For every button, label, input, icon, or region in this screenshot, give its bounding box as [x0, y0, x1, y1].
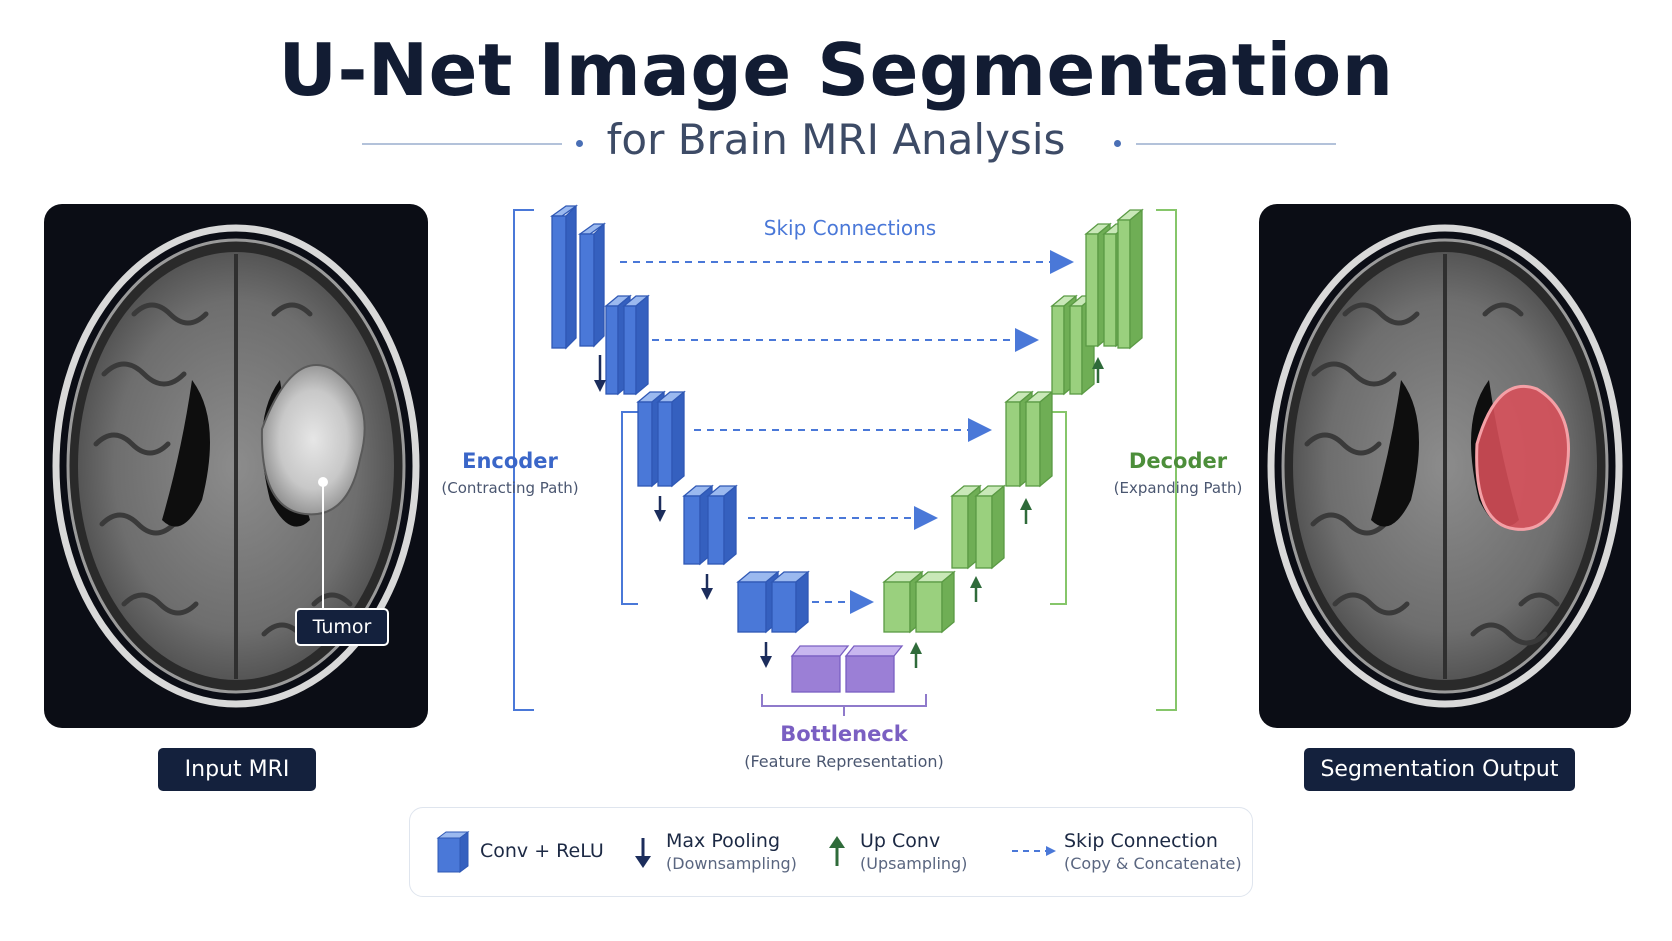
up-conv-arrow — [970, 576, 982, 602]
subtitle-row: for Brain MRI Analysis — [0, 115, 1672, 175]
segmentation-output-caption: Segmentation Output — [1304, 748, 1575, 791]
decoder-outer-bracket — [1156, 209, 1177, 711]
max-pooling-arrow — [760, 642, 772, 668]
left-divider — [362, 143, 562, 145]
decoder-block-level-4 — [950, 484, 1006, 570]
encoder-block-level-3 — [636, 390, 686, 488]
up-conv-arrow — [1020, 498, 1032, 524]
decoder-block-level-5 — [882, 570, 956, 634]
page-subtitle: for Brain MRI Analysis — [606, 115, 1066, 164]
input-mri-caption: Input MRI — [158, 748, 316, 791]
input-mri-image: Tumor — [44, 204, 428, 728]
legend-item-up-conv: Up Conv (Upsampling) — [826, 808, 976, 896]
dashed-arrow-icon — [1012, 846, 1056, 856]
legend-item-conv: Conv + ReLU — [436, 808, 606, 896]
down-arrow-icon — [635, 838, 651, 868]
page-title: U-Net Image Segmentation — [278, 28, 1394, 112]
left-dot — [576, 140, 583, 147]
skip-connections-label: Skip Connections — [763, 216, 937, 240]
max-pooling-arrow — [654, 496, 666, 522]
right-dot — [1114, 140, 1121, 147]
legend-item-skip-connection: Skip Connection (Copy & Concatenate) — [1010, 808, 1242, 896]
legend: Conv + ReLU Max Pooling (Downsampling) U… — [409, 807, 1253, 897]
right-divider — [1136, 143, 1336, 145]
decoder-inner-bracket — [1050, 411, 1067, 605]
bottleneck-sublabel: (Feature Representation) — [744, 752, 944, 771]
decoder-sublabel: (Expanding Path) — [1113, 479, 1243, 497]
up-conv-arrow — [1092, 357, 1104, 383]
decoder-block-level-1 — [1084, 208, 1144, 350]
max-pooling-arrow — [701, 574, 713, 600]
bottleneck-label: Bottleneck — [780, 722, 908, 746]
unet-diagram — [513, 204, 1177, 716]
encoder-block-level-4 — [682, 484, 738, 566]
encoder-block-level-2 — [604, 294, 650, 396]
encoder-sublabel: (Contracting Path) — [441, 479, 579, 497]
max-pooling-arrow — [594, 355, 606, 392]
encoder-inner-bracket — [621, 411, 638, 605]
legend-item-max-pooling: Max Pooling (Downsampling) — [632, 808, 802, 896]
decoder-label: Decoder — [1128, 449, 1228, 473]
encoder-block-level-1 — [549, 204, 607, 350]
decoder-block-level-3 — [1004, 390, 1054, 488]
encoder-block-level-5 — [736, 570, 810, 634]
encoder-outer-bracket — [513, 209, 534, 711]
up-conv-arrow — [910, 642, 922, 668]
segmentation-output-image — [1259, 204, 1631, 728]
bottleneck-block — [790, 645, 904, 693]
bottleneck-bracket — [761, 694, 927, 716]
up-arrow-icon — [829, 836, 845, 866]
tumor-label: Tumor — [312, 616, 372, 638]
conv-block-icon — [436, 831, 470, 873]
encoder-label: Encoder — [462, 449, 558, 473]
decoder-block-level-2 — [1050, 294, 1096, 396]
